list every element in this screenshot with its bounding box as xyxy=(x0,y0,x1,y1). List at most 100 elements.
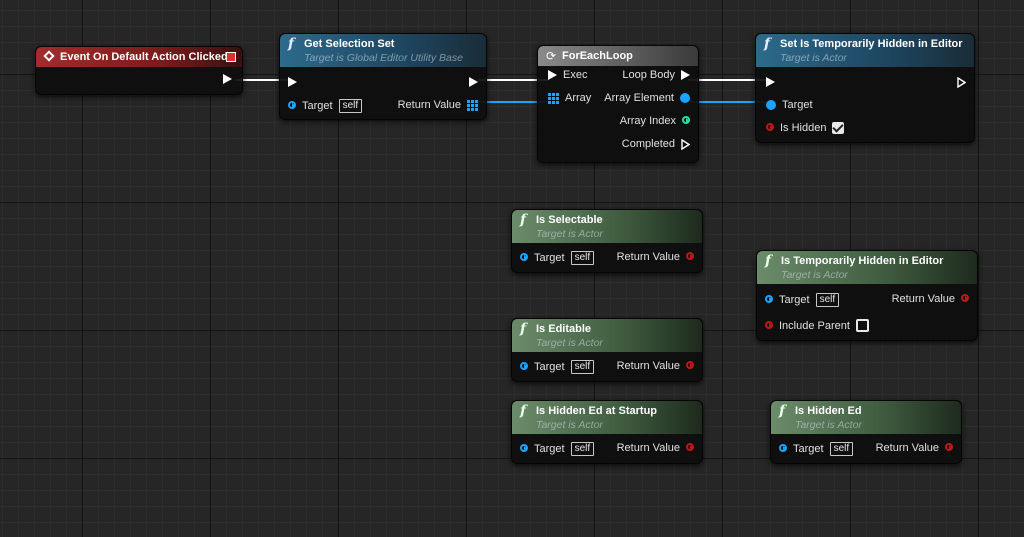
array-pin-icon xyxy=(548,92,559,104)
is-selectable-subtitle: Target is Actor xyxy=(536,228,603,240)
is-hidden-ed-header[interactable]: f Is Hidden Ed Target is Actor xyxy=(771,401,961,434)
pin-label: Include Parent xyxy=(779,319,850,332)
is-hidden-ed-return-pin[interactable]: Return Value xyxy=(876,442,953,454)
is-temp-hidden-include-parent-pin[interactable]: Include Parent xyxy=(765,319,869,332)
loop-icon: ⟳ xyxy=(546,49,557,63)
pin-label: Return Value xyxy=(616,360,680,372)
is-selectable-return-pin[interactable]: Return Value xyxy=(617,251,694,263)
pin-label: Return Value xyxy=(397,99,461,111)
is-hidden-startup-target-pin[interactable]: Target self xyxy=(520,442,595,456)
foreach-array-pin[interactable]: Array xyxy=(548,92,591,104)
is-temp-hidden-header[interactable]: f Is Temporarily Hidden in Editor Target… xyxy=(757,251,977,284)
set-hidden-header[interactable]: f Set Is Temporarily Hidden in Editor Ta… xyxy=(756,34,974,67)
exec-pin-icon xyxy=(681,138,690,150)
event-node-title: Event On Default Action Clicked xyxy=(60,51,228,63)
set-hidden-exec-out-pin[interactable] xyxy=(957,77,966,88)
self-field[interactable]: self xyxy=(338,99,363,113)
function-icon: f xyxy=(520,212,527,228)
pin-label: Target xyxy=(302,100,333,112)
get-selection-set-node[interactable]: f Get Selection Set Target is Global Edi… xyxy=(279,33,487,120)
self-field[interactable]: self xyxy=(829,442,854,456)
array-pin-icon xyxy=(467,99,478,111)
get-selection-set-title: Get Selection Set xyxy=(304,38,395,50)
event-node-header[interactable]: Event On Default Action Clicked xyxy=(36,47,242,67)
is-hidden-startup-return-pin[interactable]: Return Value xyxy=(617,442,694,454)
pin-label: Array xyxy=(565,92,592,104)
is-hidden-startup-header[interactable]: f Is Hidden Ed at Startup Target is Acto… xyxy=(512,401,702,434)
exec-pin-icon xyxy=(766,77,775,87)
is-editable-subtitle: Target is Actor xyxy=(536,337,603,349)
event-node[interactable]: Event On Default Action Clicked xyxy=(35,46,243,95)
is-selectable-target-pin[interactable]: Target self xyxy=(520,251,595,265)
function-icon: f xyxy=(288,36,295,52)
foreach-loop-body-pin[interactable]: Loop Body xyxy=(622,69,690,81)
is-editable-return-pin[interactable]: Return Value xyxy=(617,360,694,372)
pin-label: Target xyxy=(793,443,824,455)
self-field[interactable]: self xyxy=(570,360,595,374)
is-temp-hidden-title: Is Temporarily Hidden in Editor xyxy=(781,255,944,267)
is-selectable-title: Is Selectable xyxy=(536,214,603,226)
foreach-exec-in-pin[interactable]: Exec xyxy=(548,69,587,81)
exec-pin-icon xyxy=(469,77,478,87)
exec-pin-icon xyxy=(223,74,232,84)
include-parent-checkbox[interactable] xyxy=(855,319,869,332)
get-selection-target-pin[interactable]: Target self xyxy=(288,99,363,113)
is-hidden-ed-subtitle: Target is Actor xyxy=(795,419,862,431)
function-icon: f xyxy=(765,253,772,269)
set-hidden-exec-in-pin[interactable] xyxy=(766,77,775,87)
object-pin-icon xyxy=(680,93,690,103)
self-field[interactable]: self xyxy=(570,442,595,456)
get-selection-return-pin[interactable]: Return Value xyxy=(398,99,478,111)
is-selectable-header[interactable]: f Is Selectable Target is Actor xyxy=(512,210,702,243)
foreach-completed-pin[interactable]: Completed xyxy=(622,138,690,150)
function-icon: f xyxy=(764,36,771,52)
is-editable-header[interactable]: f Is Editable Target is Actor xyxy=(512,319,702,352)
is-editable-title: Is Editable xyxy=(536,323,592,335)
is-hidden-startup-title: Is Hidden Ed at Startup xyxy=(536,405,658,417)
pin-label: Return Value xyxy=(616,251,680,263)
foreach-loop-node[interactable]: ⟳ ForEachLoop Exec Loop Body Array Array… xyxy=(537,45,699,163)
is-hidden-ed-target-pin[interactable]: Target self xyxy=(779,442,854,456)
get-selection-exec-out-pin[interactable] xyxy=(469,77,478,87)
foreach-array-element-pin[interactable]: Array Element xyxy=(604,92,690,104)
pin-label: Return Value xyxy=(875,442,939,454)
event-exec-out-pin[interactable] xyxy=(223,74,232,84)
foreach-array-index-pin[interactable]: Array Index xyxy=(620,115,690,127)
is-hidden-startup-node[interactable]: f Is Hidden Ed at Startup Target is Acto… xyxy=(511,400,703,464)
pin-label: Exec xyxy=(563,69,588,81)
is-temp-hidden-return-pin[interactable]: Return Value xyxy=(892,293,969,305)
get-selection-exec-in-pin[interactable] xyxy=(288,77,297,87)
is-temp-hidden-target-pin[interactable]: Target self xyxy=(765,293,840,307)
self-field[interactable]: self xyxy=(570,251,595,265)
set-hidden-node[interactable]: f Set Is Temporarily Hidden in Editor Ta… xyxy=(755,33,975,143)
is-editable-target-pin[interactable]: Target self xyxy=(520,360,595,374)
exec-pin-icon xyxy=(288,77,297,87)
get-selection-set-header[interactable]: f Get Selection Set Target is Global Edi… xyxy=(280,34,486,67)
is-selectable-node[interactable]: f Is Selectable Target is Actor Target s… xyxy=(511,209,703,273)
pin-label: Target xyxy=(534,443,565,455)
self-field[interactable]: self xyxy=(815,293,840,307)
is-temp-hidden-node[interactable]: f Is Temporarily Hidden in Editor Target… xyxy=(756,250,978,341)
pin-label: Return Value xyxy=(616,442,680,454)
pin-label: Array Index xyxy=(619,115,676,127)
is-hidden-ed-title: Is Hidden Ed xyxy=(795,405,862,417)
foreach-loop-header[interactable]: ⟳ ForEachLoop xyxy=(538,46,698,66)
pin-label: Completed xyxy=(621,138,675,150)
is-hidden-checkbox[interactable] xyxy=(832,122,845,134)
is-editable-node[interactable]: f Is Editable Target is Actor Target sel… xyxy=(511,318,703,382)
is-hidden-ed-node[interactable]: f Is Hidden Ed Target is Actor Target se… xyxy=(770,400,962,464)
pin-label: Is Hidden xyxy=(780,122,827,134)
function-icon: f xyxy=(520,321,527,337)
pin-label: Target xyxy=(779,294,810,306)
object-pin-icon xyxy=(766,100,776,110)
function-icon: f xyxy=(520,403,527,419)
pin-label: Array Element xyxy=(604,92,674,104)
event-diamond-icon xyxy=(43,50,55,62)
pin-label: Target xyxy=(534,361,565,373)
is-hidden-startup-subtitle: Target is Actor xyxy=(536,419,603,431)
set-hidden-target-pin[interactable]: Target xyxy=(766,99,813,111)
pin-label: Return Value xyxy=(891,293,955,305)
event-delegate-icon xyxy=(226,52,236,62)
get-selection-set-subtitle: Target is Global Editor Utility Base xyxy=(304,52,463,64)
set-hidden-is-hidden-pin[interactable]: Is Hidden xyxy=(766,122,845,134)
